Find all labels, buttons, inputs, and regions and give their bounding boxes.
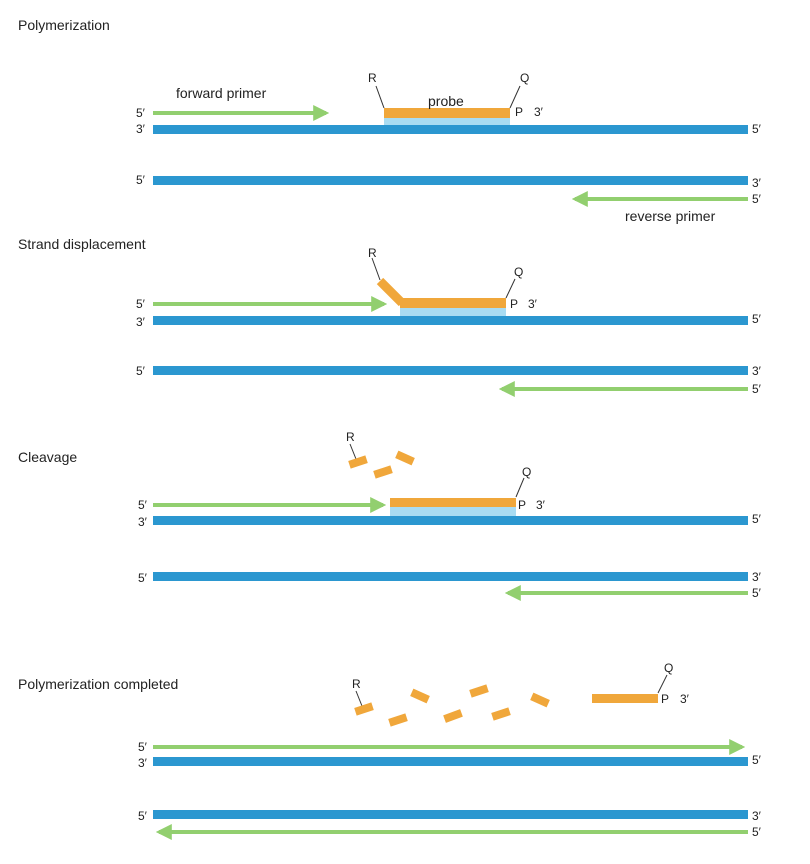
quencher-label: Q [520, 71, 529, 85]
panel-strand-displacement: Strand displacement 5′ R Q P 3′ 3′ 5′ 5′… [18, 236, 762, 397]
cleaved-probe-fragment [491, 707, 511, 721]
reporter-tether [375, 85, 385, 109]
cleaved-probe-fragment [388, 713, 408, 727]
probe-label: probe [428, 93, 464, 109]
quencher-tether [509, 85, 521, 109]
template-strand [153, 125, 748, 134]
reverse-primer-label: reverse primer [625, 208, 716, 224]
template-5-prime-label: 5′ [752, 312, 762, 326]
complementary-strand [153, 366, 748, 375]
forward-primer-5-prime-label: 5′ [136, 106, 146, 120]
complementary-3-prime-label: 3′ [752, 570, 762, 584]
reverse-primer-5-prime-label: 5′ [752, 192, 762, 206]
template-5-prime-label: 5′ [752, 753, 762, 767]
complementary-strand [153, 176, 748, 185]
panel-title: Polymerization completed [18, 676, 178, 692]
template-strand [153, 316, 748, 325]
remaining-probe [390, 498, 516, 507]
reporter-tether [355, 690, 363, 707]
cleaved-probe-fragment [530, 692, 550, 708]
forward-primer-label: forward primer [176, 85, 267, 101]
forward-primer-5-prime-label: 5′ [136, 297, 146, 311]
probe-binding-site [390, 507, 516, 516]
panel-title: Polymerization [18, 17, 110, 33]
panel-title: Cleavage [18, 449, 77, 465]
quencher-tether [505, 278, 516, 299]
panel-polymerization: Polymerization forward primer 5′ probe R… [18, 17, 762, 224]
reporter-label: R [368, 246, 377, 260]
panel-cleavage: Cleavage R 5′ Q P 3′ 3′ 5′ 5′ 3′ 5′ [18, 430, 762, 601]
panel-title: Strand displacement [18, 236, 146, 252]
probe-3-prime-label: 3′ [528, 297, 538, 311]
cleaved-probe-fragment [395, 450, 415, 466]
cleaved-probe-fragment [348, 455, 368, 469]
cleaved-probe-fragment [354, 702, 374, 716]
complementary-3-prime-label: 3′ [752, 364, 762, 378]
quencher-label: Q [664, 661, 673, 675]
forward-primer-5-prime-label: 5′ [138, 498, 148, 512]
probe [384, 108, 510, 118]
template-5-prime-label: 5′ [752, 512, 762, 526]
complementary-5-prime-label: 5′ [138, 571, 148, 585]
cleaved-probe-fragment [410, 688, 430, 704]
probe [400, 298, 506, 308]
reverse-strand-5-prime-label: 5′ [752, 825, 762, 839]
forward-strand-5-prime-label: 5′ [138, 740, 148, 754]
template-3-prime-label: 3′ [138, 515, 148, 529]
reporter-label: R [352, 677, 361, 691]
template-strand [153, 757, 748, 766]
probe-binding-site [384, 118, 510, 125]
complementary-3-prime-label: 3′ [752, 176, 762, 190]
phosphate-label: P [510, 297, 518, 311]
template-3-prime-label: 3′ [136, 315, 146, 329]
displaced-probe-end [376, 277, 406, 307]
template-3-prime-label: 3′ [136, 122, 146, 136]
cleaved-probe-fragment [373, 465, 393, 479]
reverse-primer-5-prime-label: 5′ [752, 382, 762, 396]
probe-binding-site [400, 308, 506, 316]
reporter-label: R [368, 71, 377, 85]
complementary-5-prime-label: 5′ [136, 173, 146, 187]
probe-remnant [592, 694, 658, 703]
quencher-label: Q [522, 465, 531, 479]
reverse-primer-5-prime-label: 5′ [752, 586, 762, 600]
phosphate-label: P [518, 498, 526, 512]
complementary-5-prime-label: 5′ [136, 364, 146, 378]
quencher-tether [657, 674, 668, 694]
phosphate-label: P [515, 105, 523, 119]
cleaved-probe-fragment [469, 684, 489, 698]
reporter-tether [371, 257, 381, 281]
panel-polymerization-completed: Polymerization completed R Q P 3′ 5′ 3′ … [18, 661, 762, 840]
template-5-prime-label: 5′ [752, 122, 762, 136]
phosphate-label: P [661, 692, 669, 706]
probe-3-prime-label: 3′ [534, 105, 544, 119]
reporter-tether [349, 443, 357, 460]
quencher-label: Q [514, 265, 523, 279]
probe-3-prime-label: 3′ [536, 498, 546, 512]
complementary-3-prime-label: 3′ [752, 809, 762, 823]
cleaved-probe-fragment [443, 709, 463, 723]
complementary-strand [153, 810, 748, 819]
template-strand [153, 516, 748, 525]
quencher-tether [515, 477, 525, 498]
complementary-5-prime-label: 5′ [138, 809, 148, 823]
reporter-label: R [346, 430, 355, 444]
probe-3-prime-label: 3′ [680, 692, 690, 706]
complementary-strand [153, 572, 748, 581]
template-3-prime-label: 3′ [138, 756, 148, 770]
